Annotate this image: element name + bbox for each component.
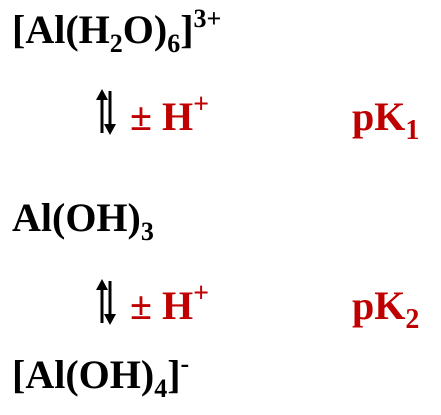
pk-index-1: 1	[405, 115, 420, 146]
pk-label-2: pK2	[352, 283, 419, 334]
double-arrow-up-down-icon	[96, 89, 116, 135]
species-3-base: [Al(OH)	[12, 352, 155, 397]
species-1-mid: O)	[122, 7, 168, 52]
species-1-charge: 3+	[193, 4, 222, 33]
species-1-tail: ]	[180, 7, 194, 52]
species-aluminum-hydroxide: Al(OH)3	[12, 195, 154, 245]
species-3-sub-count: 4	[154, 374, 168, 403]
pk-label-1: pK1	[352, 94, 419, 145]
species-3-charge: -	[180, 349, 190, 378]
double-arrow-up-down-icon	[96, 279, 116, 325]
species-aluminum-hexaaqua: [Al(H2O)6]3+	[12, 6, 221, 57]
proton-sign-1: ± H	[130, 94, 194, 139]
species-1-sub-count: 6	[167, 29, 181, 58]
species-3-tail: ]	[167, 352, 181, 397]
species-1-sub-water: 2	[109, 29, 123, 58]
species-1-base: [Al(H	[12, 7, 110, 52]
pk-index-2: 2	[405, 304, 420, 335]
proton-exchange-label-1: ± H+	[130, 91, 209, 139]
proton-charge-2: +	[193, 278, 210, 309]
pk-base-2: pK	[352, 283, 406, 328]
proton-exchange-label-2: ± H+	[130, 280, 209, 328]
proton-sign-2: ± H	[130, 283, 194, 328]
species-2-base: Al(OH)	[12, 195, 141, 240]
pk-base-1: pK	[352, 94, 406, 139]
species-aluminate: [Al(OH)4]-	[12, 351, 189, 402]
proton-charge-1: +	[193, 89, 210, 120]
species-2-sub-count: 3	[140, 217, 154, 246]
